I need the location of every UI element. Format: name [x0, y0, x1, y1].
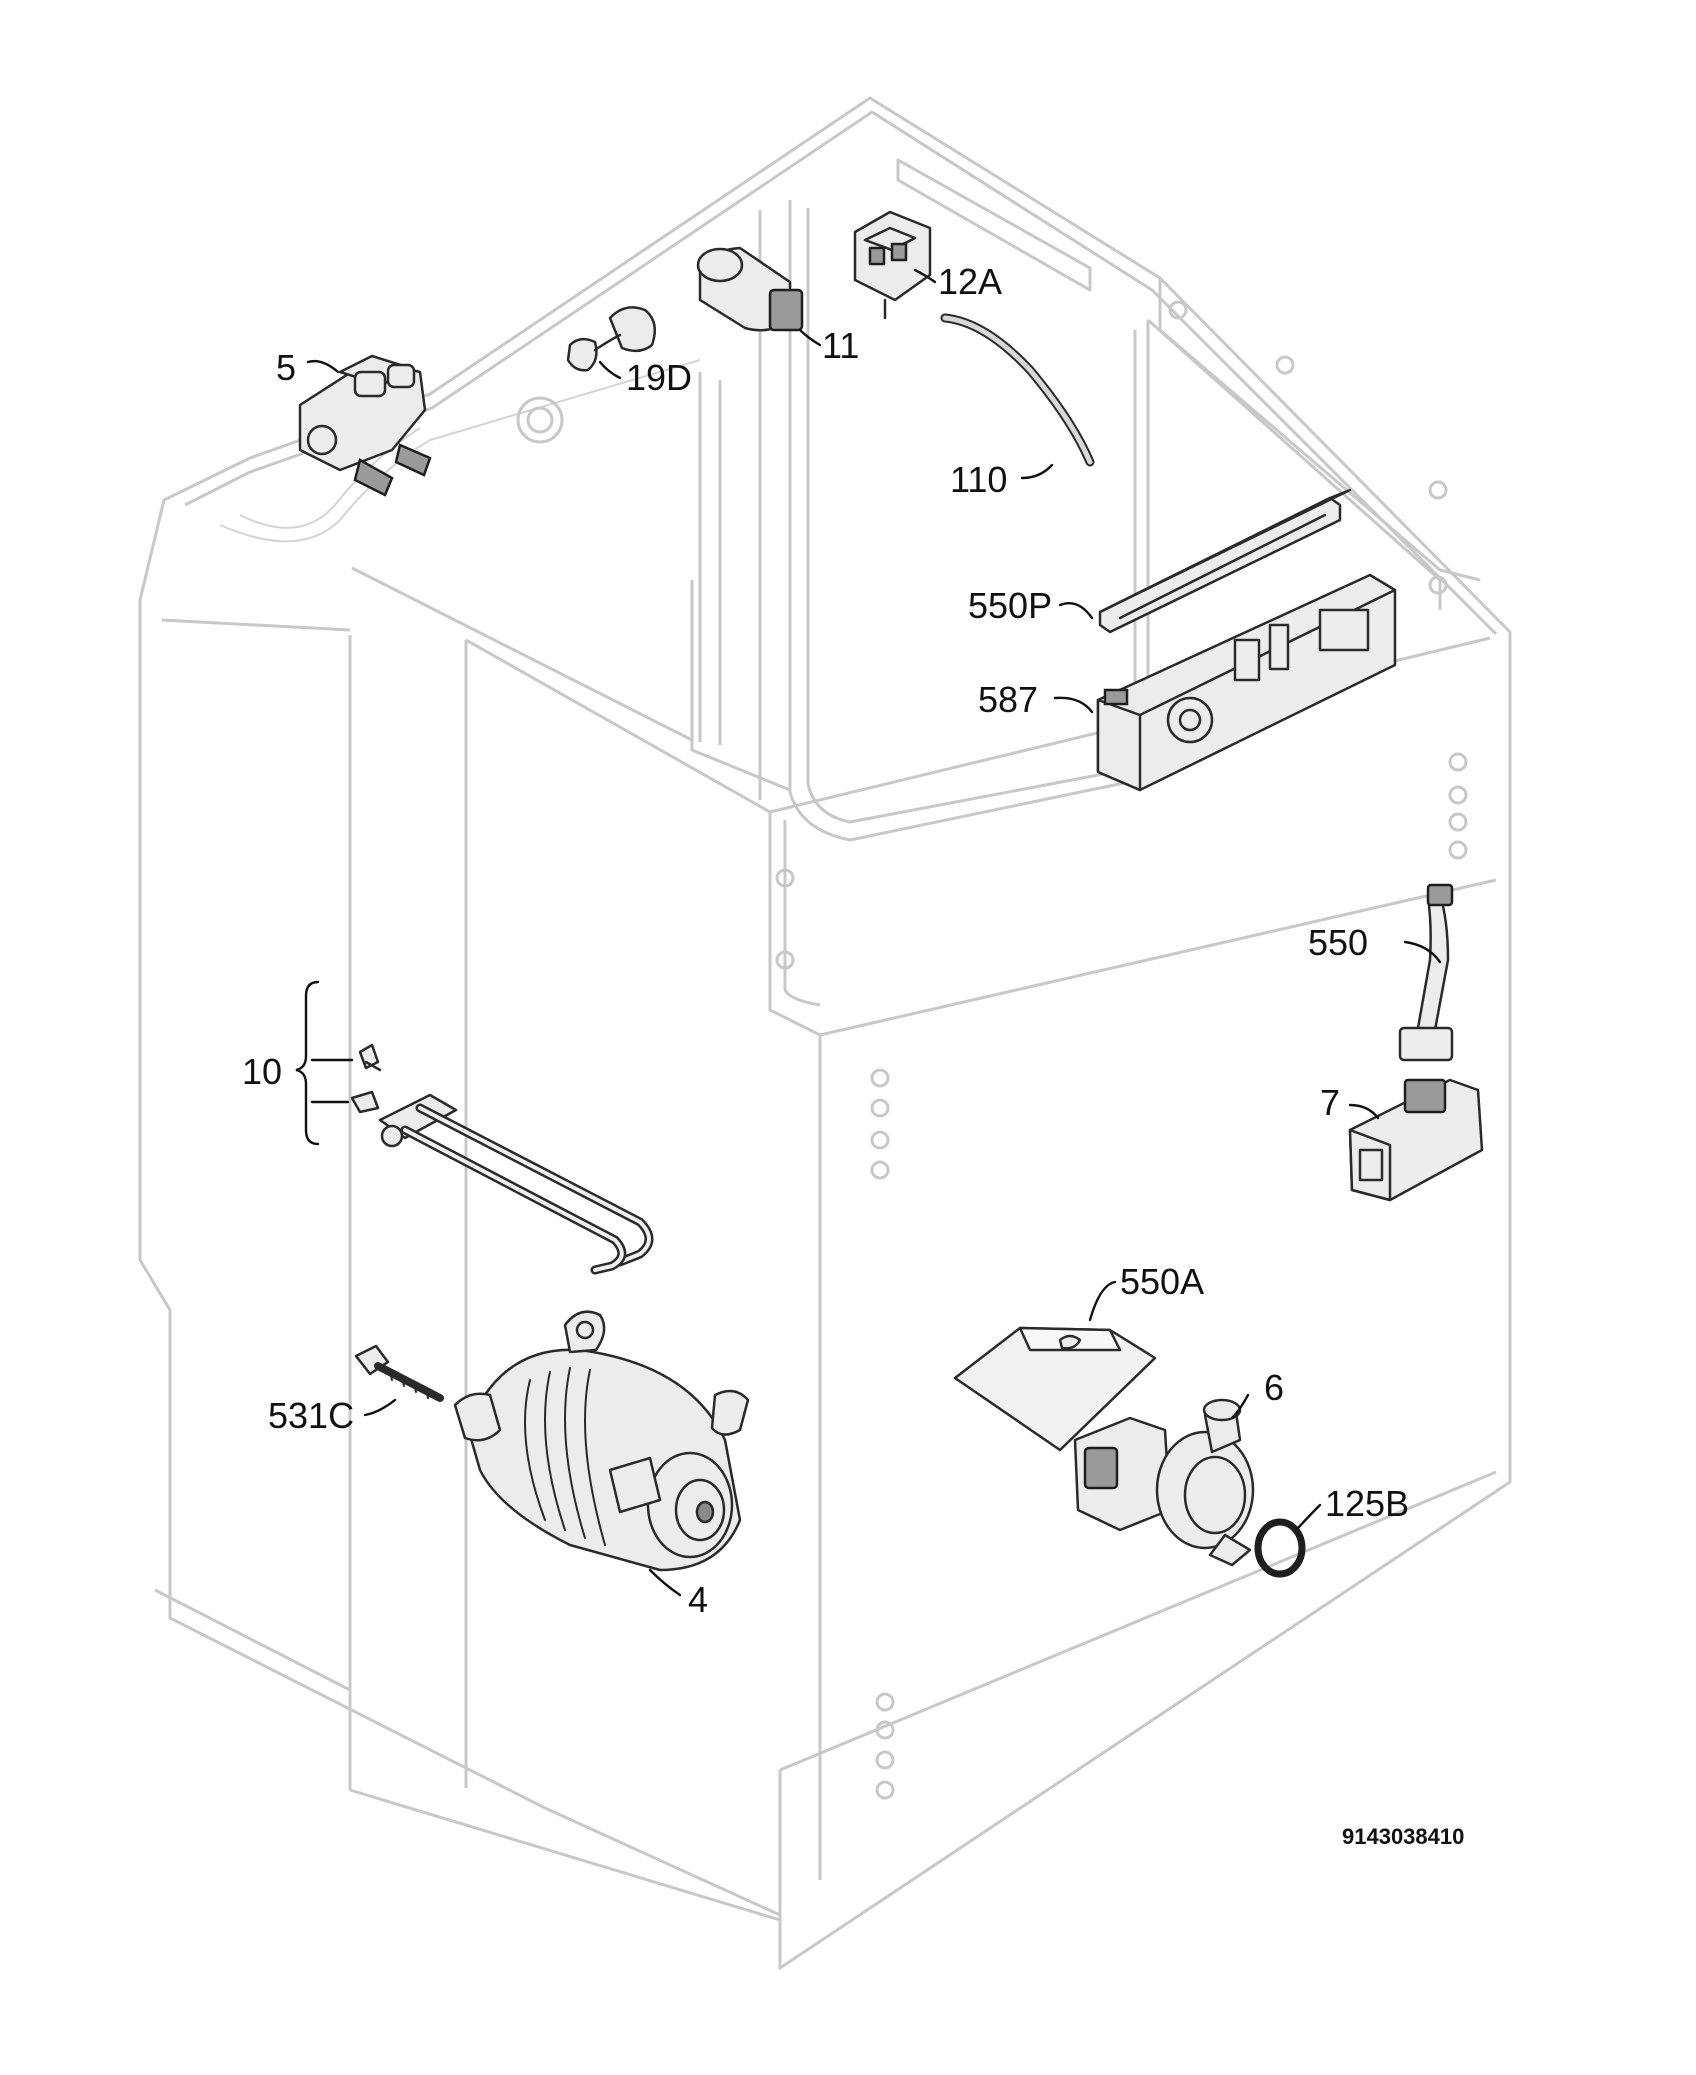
callout-19d: 19D	[626, 357, 692, 398]
callout-6: 6	[1264, 1367, 1284, 1408]
callout-125b: 125B	[1325, 1483, 1409, 1524]
callout-7: 7	[1320, 1082, 1340, 1123]
capacitor-part	[696, 246, 804, 332]
motor-screw-part	[354, 1344, 444, 1402]
leader-4	[648, 1568, 682, 1597]
leader-11	[798, 328, 822, 347]
leader-587	[1053, 696, 1094, 714]
leader-550p	[1058, 601, 1094, 620]
panel-strip-part	[1098, 488, 1352, 634]
leader-5	[306, 359, 340, 374]
door-lock-part	[1348, 1078, 1484, 1202]
callout-5: 5	[276, 347, 296, 388]
callout-labels: 5 19D 11 12A 110 550P 587 550 7 10 550A …	[242, 261, 1409, 1620]
bracket-10	[295, 980, 320, 1146]
leader-531c	[363, 1398, 397, 1417]
heating-element-part	[350, 1043, 654, 1275]
callout-587: 587	[978, 679, 1038, 720]
leader-110	[1020, 463, 1054, 480]
leader-550	[1403, 940, 1442, 964]
leader-6	[1230, 1393, 1250, 1420]
leader-19d	[598, 360, 622, 380]
callout-531c: 531C	[268, 1395, 354, 1436]
callout-550a: 550A	[1120, 1261, 1204, 1302]
callout-4: 4	[688, 1579, 708, 1620]
pressure-hose-part	[940, 313, 1095, 467]
inlet-valve-part	[298, 354, 432, 497]
insulation-block-part	[953, 1326, 1157, 1452]
drain-pump-part	[1073, 1398, 1255, 1567]
callout-11: 11	[822, 325, 859, 366]
motor-part	[453, 1310, 750, 1572]
callout-12a: 12A	[938, 261, 1002, 302]
callout-550: 550	[1308, 922, 1368, 963]
document-number: 9143038410	[1342, 1824, 1464, 1849]
leader-125b	[1296, 1503, 1322, 1530]
callout-550p: 550P	[968, 585, 1052, 626]
leader-550a	[1088, 1280, 1117, 1322]
pressure-switch-part	[853, 210, 932, 320]
electronic-board-part	[1096, 573, 1397, 792]
leader-7	[1348, 1103, 1380, 1120]
wire-harness-part	[1398, 883, 1454, 1062]
callout-10: 10	[242, 1051, 282, 1092]
callout-110: 110	[950, 459, 1007, 500]
cabinet-outline	[138, 96, 1512, 1970]
sensor-19d-part	[566, 306, 657, 372]
leader-lines	[295, 268, 1442, 1597]
gasket-ring-part	[1254, 1518, 1306, 1578]
leader-12a	[913, 268, 937, 284]
